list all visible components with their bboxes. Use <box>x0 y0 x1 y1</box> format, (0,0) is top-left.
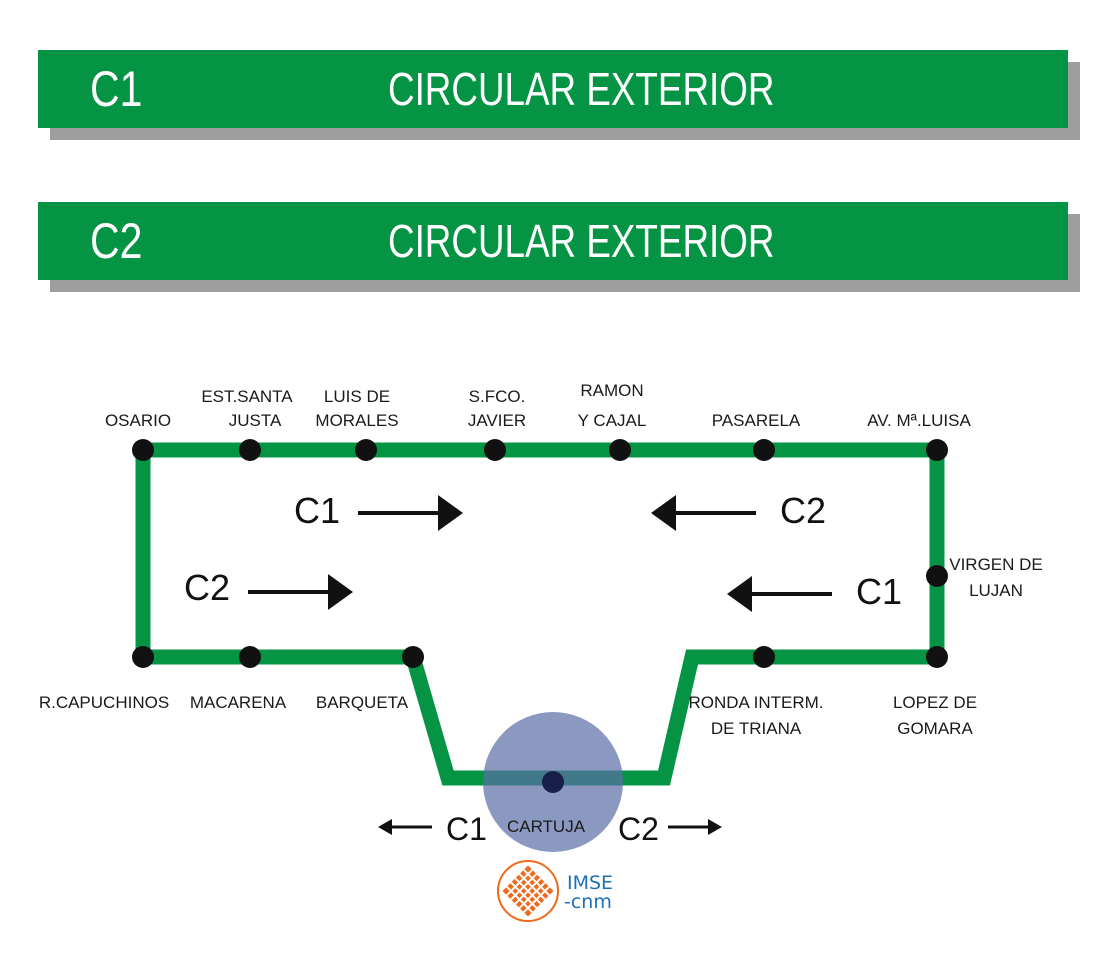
stop-r-capuchinos[interactable] <box>132 646 154 668</box>
stop-label-osario: OSARIO <box>105 411 171 430</box>
stop-av-ma-luisa[interactable] <box>926 439 948 461</box>
stop-label-cartuja: CARTUJA <box>507 817 586 836</box>
route-title: CIRCULAR EXTERIOR <box>388 63 775 115</box>
route-title: CIRCULAR EXTERIOR <box>388 215 775 267</box>
direction-label-c1: C1 <box>446 811 487 847</box>
logo-text-cnm: -cnm <box>564 891 612 913</box>
direction-label-c1: C1 <box>294 490 340 531</box>
arrowhead-left-icon <box>651 495 676 531</box>
logo-ring-icon <box>497 860 559 922</box>
stop-sfco-javier[interactable] <box>484 439 506 461</box>
banner-bar: C2 CIRCULAR EXTERIOR <box>38 202 1068 280</box>
stop-label-virgen-de-lujan: VIRGEN DE <box>949 555 1043 574</box>
stop-label-ronda-interm-triana: RONDA INTERM. <box>688 693 823 712</box>
route-banner-c2: C2 CIRCULAR EXTERIOR <box>38 202 1080 292</box>
stop-est-santa-justa[interactable] <box>239 439 261 461</box>
stop-label-r-capuchinos: R.CAPUCHINOS <box>39 693 169 712</box>
arrowhead-left-icon <box>378 819 392 835</box>
stop-ramon-y-cajal[interactable] <box>609 439 631 461</box>
stop-label-macarena: MACARENA <box>190 693 287 712</box>
route-banner-c1: C1 CIRCULAR EXTERIOR <box>38 50 1080 140</box>
stop-label-lopez-de-gomara: GOMARA <box>897 719 973 738</box>
route-code: C1 <box>90 61 143 117</box>
arrowhead-right-icon <box>328 574 353 610</box>
route-code: C2 <box>90 213 143 269</box>
direction-label-c2: C2 <box>184 567 230 608</box>
stop-osario[interactable] <box>132 439 154 461</box>
route-line <box>135 442 945 786</box>
arrowhead-left-icon <box>727 576 752 612</box>
direction-label-c2: C2 <box>780 490 826 531</box>
stop-label-luis-de-morales: LUIS DE <box>324 387 390 406</box>
stop-macarena[interactable] <box>239 646 261 668</box>
stop-lopez-de-gomara[interactable] <box>926 646 948 668</box>
stop-pasarela[interactable] <box>753 439 775 461</box>
stop-luis-de-morales[interactable] <box>355 439 377 461</box>
stop-cartuja[interactable] <box>542 771 564 793</box>
stop-label-est-santa-justa: JUSTA <box>229 411 282 430</box>
stop-label-sfco-javier: S.FCO. <box>469 387 526 406</box>
imse-cnm-logo: IMSE -cnm <box>497 860 613 922</box>
direction-indicators: C1 C2 C2 C1 C1 C2 <box>184 490 902 847</box>
stop-virgen-de-lujan[interactable] <box>926 565 948 587</box>
stop-label-luis-de-morales: MORALES <box>315 411 398 430</box>
stop-label-lopez-de-gomara: LOPEZ DE <box>893 693 977 712</box>
stop-label-ramon-y-cajal: RAMON <box>580 381 643 400</box>
stop-label-ramon-y-cajal: Y CAJAL <box>578 411 647 430</box>
stop-label-virgen-de-lujan: LUJAN <box>969 581 1023 600</box>
direction-label-c1: C1 <box>856 571 902 612</box>
stop-label-barqueta: BARQUETA <box>316 693 409 712</box>
stop-label-ronda-interm-triana: DE TRIANA <box>711 719 802 738</box>
stop-markers <box>132 439 948 793</box>
banner-bar: C1 CIRCULAR EXTERIOR <box>38 50 1068 128</box>
arrowhead-right-icon <box>708 819 722 835</box>
arrowhead-right-icon <box>438 495 463 531</box>
logo-text-imse: IMSE <box>567 872 613 894</box>
stop-barqueta[interactable] <box>402 646 424 668</box>
stop-label-sfco-javier: JAVIER <box>468 411 526 430</box>
stop-label-pasarela: PASARELA <box>712 411 801 430</box>
logo-chip-icon <box>502 865 554 917</box>
stop-label-est-santa-justa: EST.SANTA <box>201 387 293 406</box>
stop-label-av-ma-luisa: AV. Mª.LUISA <box>867 411 971 430</box>
stop-labels: OSARIO EST.SANTA JUSTA LUIS DE MORALES S… <box>39 381 1043 836</box>
direction-label-c2: C2 <box>618 811 659 847</box>
stop-ronda-interm-triana[interactable] <box>753 646 775 668</box>
